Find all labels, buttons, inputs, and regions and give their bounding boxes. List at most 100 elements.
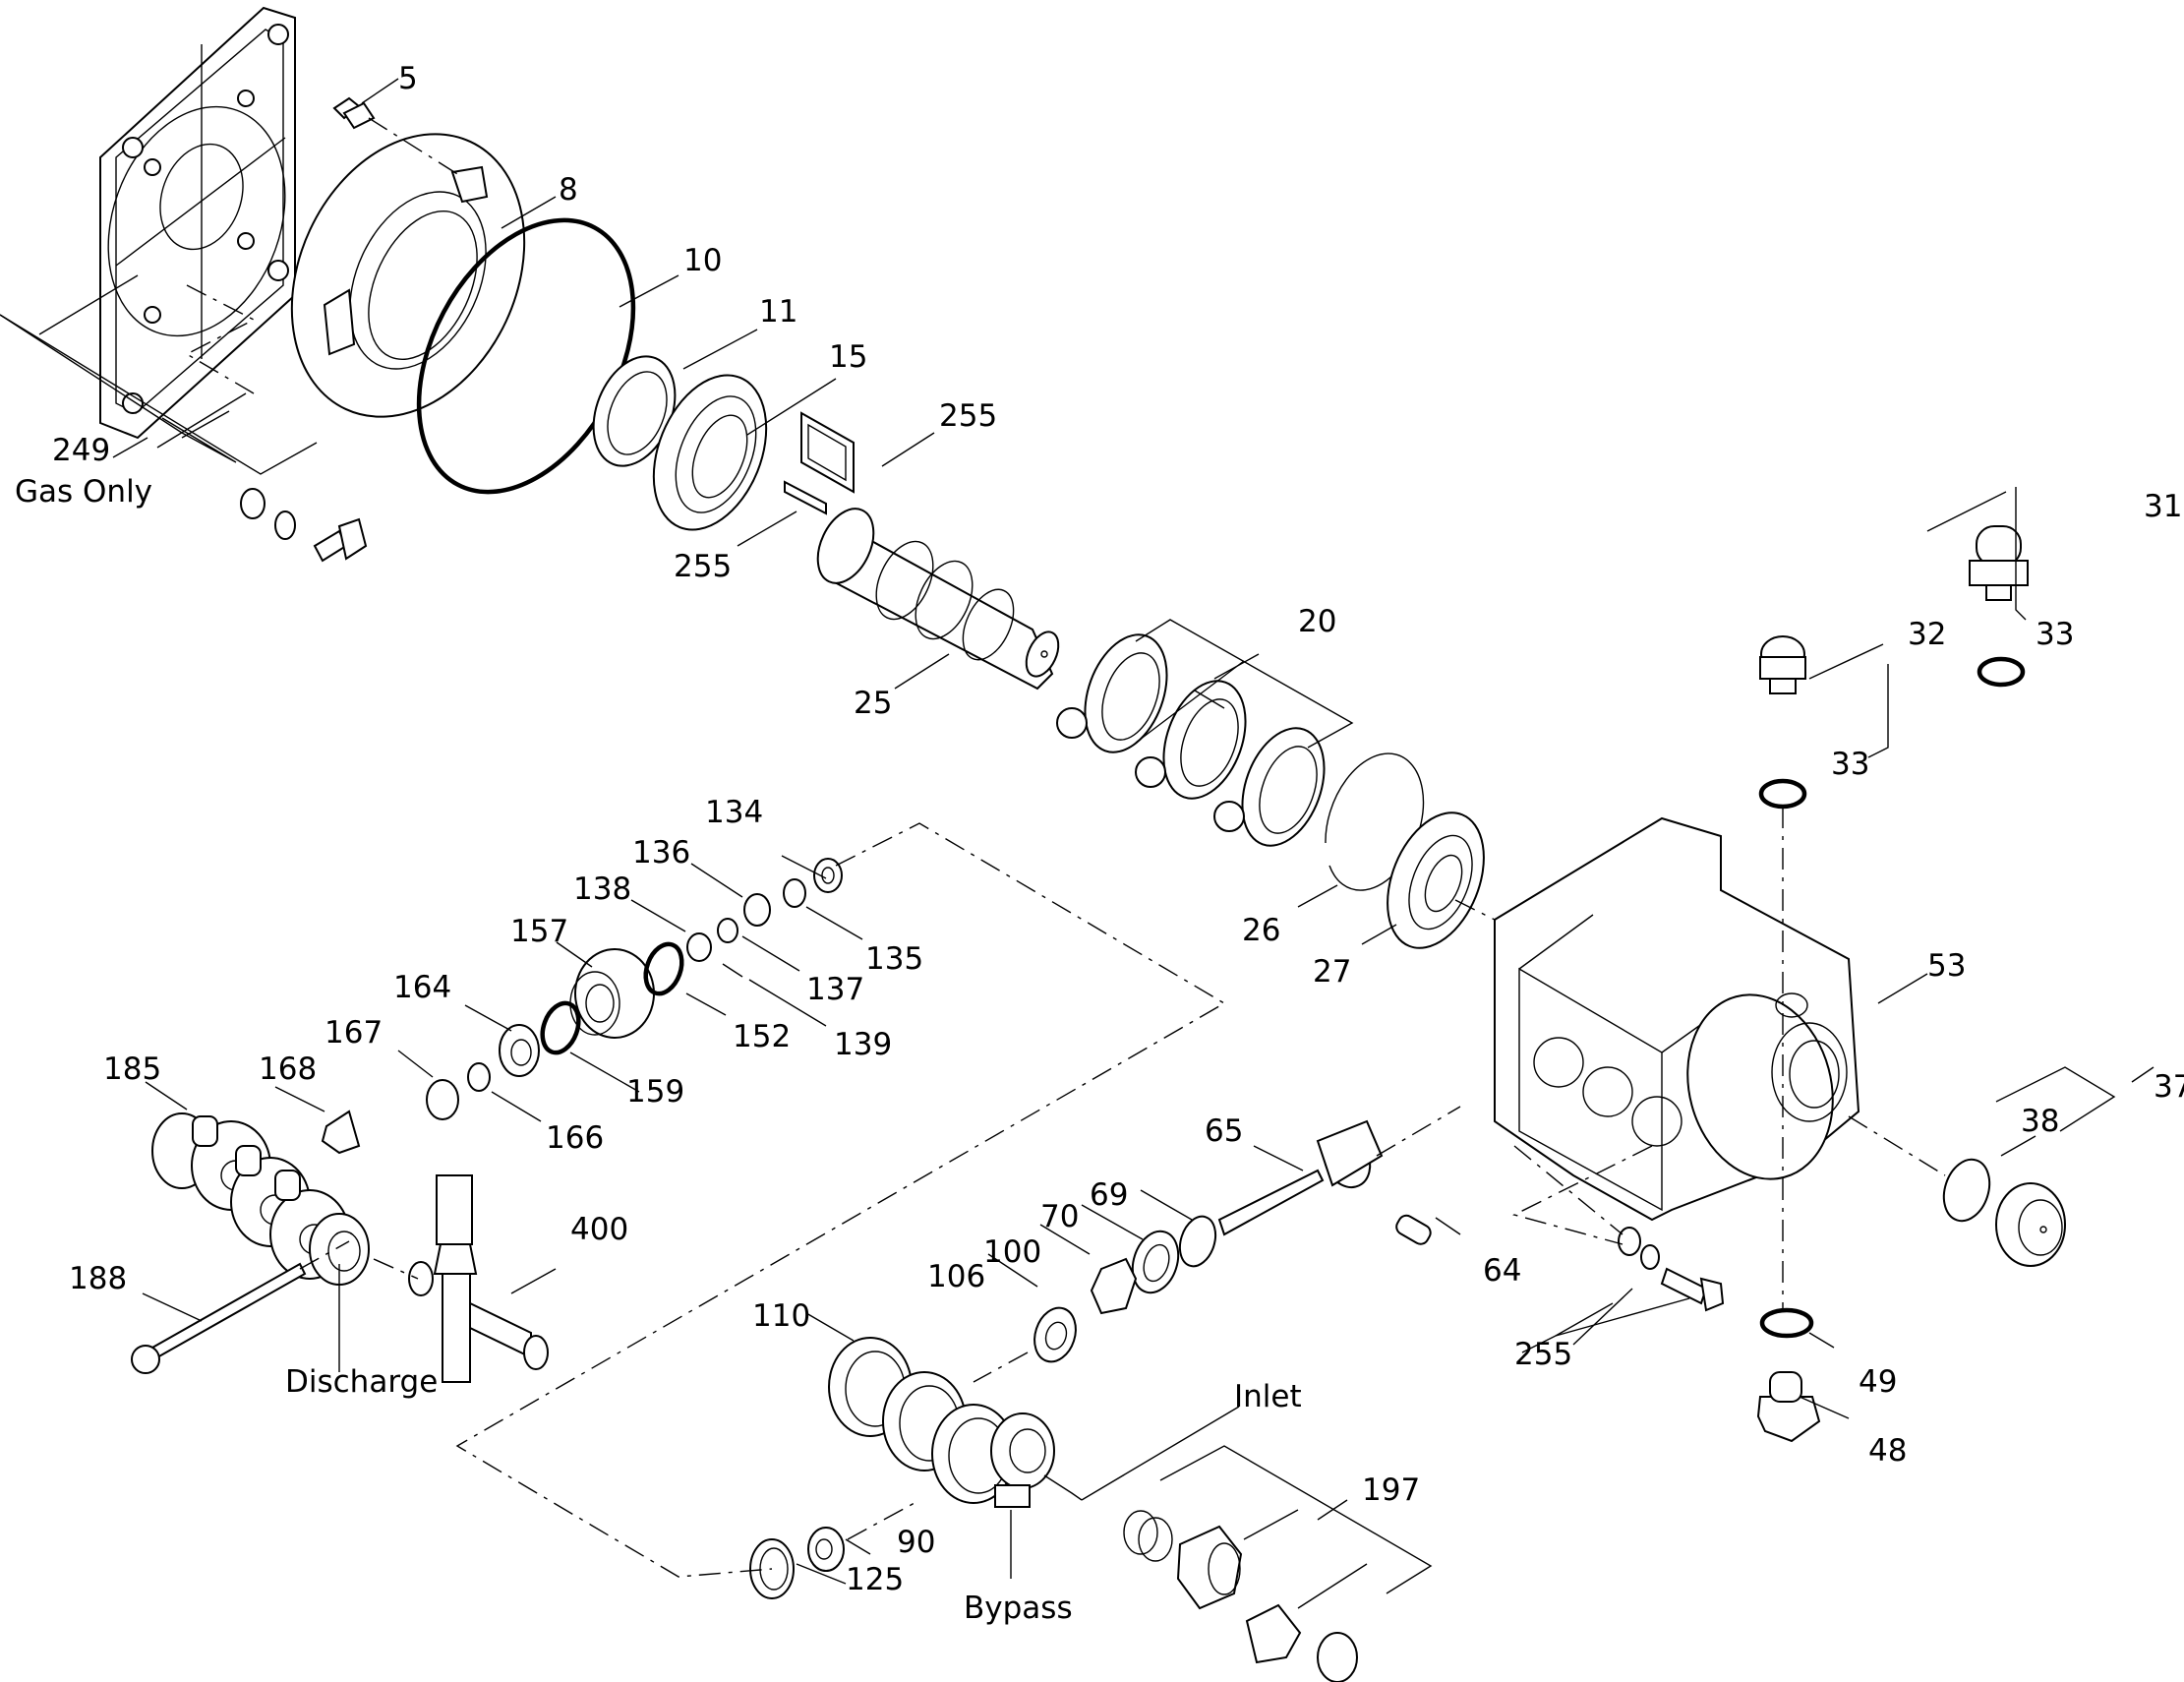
oil-filler-cap — [1969, 525, 2029, 601]
spring-136 — [743, 893, 771, 927]
crankshaft — [816, 508, 1060, 691]
callout-11: 11 — [759, 294, 797, 330]
callout-48: 48 — [1868, 1433, 1907, 1469]
callout-400: 400 — [570, 1212, 628, 1247]
callout-168: 168 — [259, 1051, 317, 1087]
callout-164: 164 — [393, 970, 451, 1005]
washer-38 — [1942, 1158, 1991, 1223]
o-ring-152 — [643, 941, 684, 996]
callout-27: 27 — [1313, 954, 1351, 990]
callout-100: 100 — [983, 1234, 1041, 1270]
callout-31: 31 — [2144, 489, 2182, 524]
callout-137: 137 — [806, 972, 864, 1007]
callout-49: 49 — [1859, 1364, 1897, 1400]
callout-185: 185 — [103, 1051, 161, 1087]
callout-53: 53 — [1927, 948, 1966, 984]
plug-32 — [1759, 635, 1806, 694]
callout-90: 90 — [897, 1525, 935, 1560]
callout-106: 106 — [927, 1259, 985, 1294]
connecting-rods — [1056, 633, 1326, 847]
nut-138 — [686, 932, 712, 962]
callout-20: 20 — [1298, 604, 1336, 639]
callout-255-decal: 255 — [939, 398, 997, 434]
callout-33-top: 33 — [2036, 617, 2074, 652]
callout-157: 157 — [510, 914, 568, 949]
callout-125: 125 — [846, 1562, 904, 1597]
flange-lock-washer — [274, 511, 296, 540]
valve-166 — [467, 1062, 491, 1092]
callout-159: 159 — [626, 1074, 684, 1110]
sight-glass — [1995, 1182, 2066, 1267]
bearing-15 — [652, 374, 768, 531]
callout-70: 70 — [1040, 1199, 1079, 1234]
bearing-27 — [1387, 811, 1485, 949]
callout-33-mid: 33 — [1831, 747, 1869, 782]
unloader-valve — [408, 1174, 549, 1383]
spring-167 — [426, 1079, 459, 1120]
o-ring-33-a — [1977, 656, 2026, 688]
snap-ring — [1325, 752, 1425, 891]
leader-lines — [0, 78, 2154, 1609]
callout-26: 26 — [1242, 913, 1280, 948]
callout-134: 134 — [705, 795, 763, 830]
discharge-manifold — [151, 1112, 370, 1286]
callout-136: 136 — [632, 835, 690, 871]
seal-106 — [1033, 1306, 1077, 1363]
note-discharge: Discharge — [285, 1364, 438, 1400]
o-ring-49 — [1759, 1307, 1814, 1339]
callout-138: 138 — [573, 871, 631, 907]
flange-plate — [99, 6, 296, 440]
washer-137 — [717, 918, 738, 943]
crankcase-bolt — [1660, 1267, 1725, 1312]
crankcase — [1494, 816, 1860, 1222]
spacer-135 — [783, 878, 806, 908]
callout-25: 25 — [854, 686, 892, 721]
crankcase-lock-washer — [1640, 1244, 1660, 1270]
callout-152: 152 — [733, 1019, 791, 1054]
check-valve-90 — [807, 1527, 845, 1572]
callout-135: 135 — [865, 941, 923, 977]
note-bypass: Bypass — [964, 1591, 1073, 1626]
pin-139 — [722, 963, 743, 978]
callout-188: 188 — [69, 1261, 127, 1296]
wrist-pin — [1395, 1214, 1432, 1245]
callout-5: 5 — [398, 61, 418, 96]
callout-64: 64 — [1483, 1253, 1521, 1289]
note-inlet: Inlet — [1234, 1379, 1302, 1414]
crankcase-washer — [1618, 1227, 1641, 1256]
manifold-bolt-188 — [131, 1262, 307, 1374]
callout-labels: 5 8 10 11 15 255 255 249 Gas Only 25 20 … — [15, 61, 2184, 1626]
callout-255-bolt: 255 — [1514, 1337, 1572, 1372]
callout-10: 10 — [683, 243, 722, 278]
decal-255 — [800, 411, 855, 494]
alignment-lines — [185, 117, 1946, 1578]
callout-139: 139 — [834, 1027, 892, 1062]
valve-seat-164 — [499, 1024, 540, 1077]
seal-69 — [1178, 1215, 1217, 1268]
callout-110: 110 — [752, 1298, 810, 1334]
inlet-fitting-kit — [1123, 1510, 1358, 1682]
callout-65: 65 — [1205, 1113, 1243, 1149]
callout-38: 38 — [2021, 1104, 2059, 1139]
washer-134 — [813, 858, 843, 893]
callout-249: 249 — [52, 433, 110, 468]
plunger — [1217, 1119, 1384, 1236]
valve-plug-157 — [569, 948, 655, 1039]
callout-37: 37 — [2154, 1069, 2184, 1105]
o-ring-33-b — [1758, 778, 1807, 810]
seal-retainer-70 — [1131, 1230, 1180, 1294]
spacer-100 — [1090, 1257, 1138, 1315]
callout-69: 69 — [1090, 1177, 1128, 1213]
callout-166: 166 — [546, 1120, 604, 1156]
callout-15: 15 — [829, 339, 867, 375]
callout-32: 32 — [1908, 617, 1946, 652]
manifold-110 — [828, 1337, 1055, 1508]
callout-197: 197 — [1362, 1472, 1420, 1508]
callout-255-key: 255 — [674, 549, 732, 584]
bearing-cover — [290, 133, 526, 418]
shaft-key — [784, 480, 827, 515]
callout-8: 8 — [559, 172, 578, 208]
bolt-5 — [332, 96, 376, 130]
note-gas-only: Gas Only — [15, 474, 152, 510]
